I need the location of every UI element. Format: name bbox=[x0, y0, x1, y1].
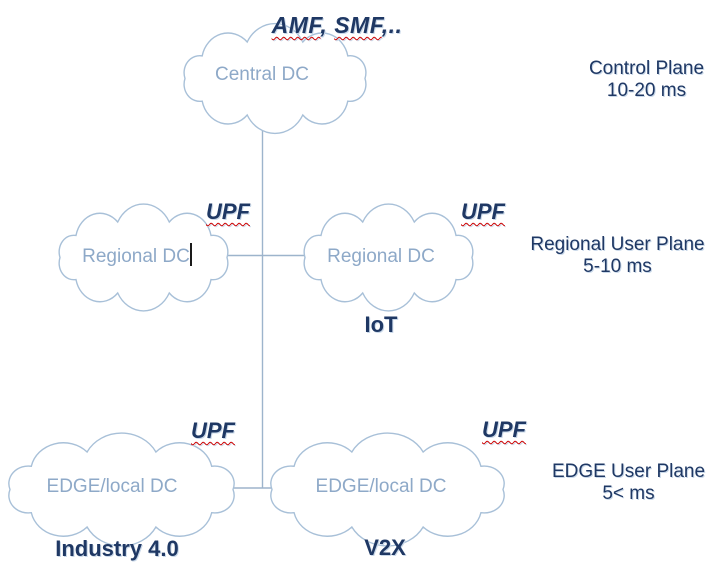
control-plane-title: Control Plane bbox=[588, 58, 705, 79]
upf-label-edge-right[interactable]: UPF bbox=[482, 417, 526, 442]
edge-local-dc-left-cloud[interactable] bbox=[9, 433, 234, 546]
central-dc-label[interactable]: Central DC bbox=[215, 64, 309, 85]
title-tail: ,.. bbox=[381, 12, 403, 38]
control-plane-latency: 10-20 ms bbox=[606, 80, 687, 101]
upf-label-regional-left[interactable]: UPF bbox=[206, 199, 250, 224]
upf-label-regional-right[interactable]: UPF bbox=[461, 199, 505, 224]
title-word-amf: AMF bbox=[271, 12, 321, 38]
regional-user-plane-title: Regional User Plane bbox=[530, 234, 705, 255]
regional-dc-left-cloud[interactable] bbox=[59, 204, 228, 311]
edge-local-dc-left-label[interactable]: EDGE/local DC bbox=[46, 476, 178, 497]
edge-user-plane-latency: 5< ms bbox=[602, 483, 655, 504]
title-word-smf: SMF bbox=[334, 12, 382, 38]
upf-label-edge-left[interactable]: UPF bbox=[191, 418, 235, 443]
use-case-industry-40[interactable]: Industry 4.0 bbox=[55, 536, 179, 561]
central-dc-cloud[interactable] bbox=[184, 24, 366, 134]
edge-local-dc-right-cloud[interactable] bbox=[271, 433, 504, 546]
regional-dc-right-cloud[interactable] bbox=[304, 204, 473, 311]
edge-user-plane-annotation[interactable]: EDGE User Plane 5< ms bbox=[541, 461, 711, 505]
regional-dc-right-label[interactable]: Regional DC bbox=[327, 246, 435, 267]
edge-user-plane-title: EDGE User Plane bbox=[551, 461, 706, 482]
use-case-v2x[interactable]: V2X bbox=[364, 535, 406, 560]
text-edit-cursor bbox=[190, 243, 192, 266]
control-plane-annotation[interactable]: Control Plane 10-20 ms bbox=[571, 58, 711, 102]
regional-dc-left-label[interactable]: Regional DC bbox=[82, 246, 190, 267]
edge-local-dc-right-label[interactable]: EDGE/local DC bbox=[315, 476, 447, 497]
regional-user-plane-annotation[interactable]: Regional User Plane 5-10 ms bbox=[522, 234, 711, 278]
use-case-iot[interactable]: IoT bbox=[364, 312, 398, 337]
diagram-title[interactable]: AMF, SMF,.. bbox=[237, 12, 437, 39]
title-separator: , bbox=[320, 12, 335, 38]
regional-user-plane-latency: 5-10 ms bbox=[583, 256, 652, 277]
